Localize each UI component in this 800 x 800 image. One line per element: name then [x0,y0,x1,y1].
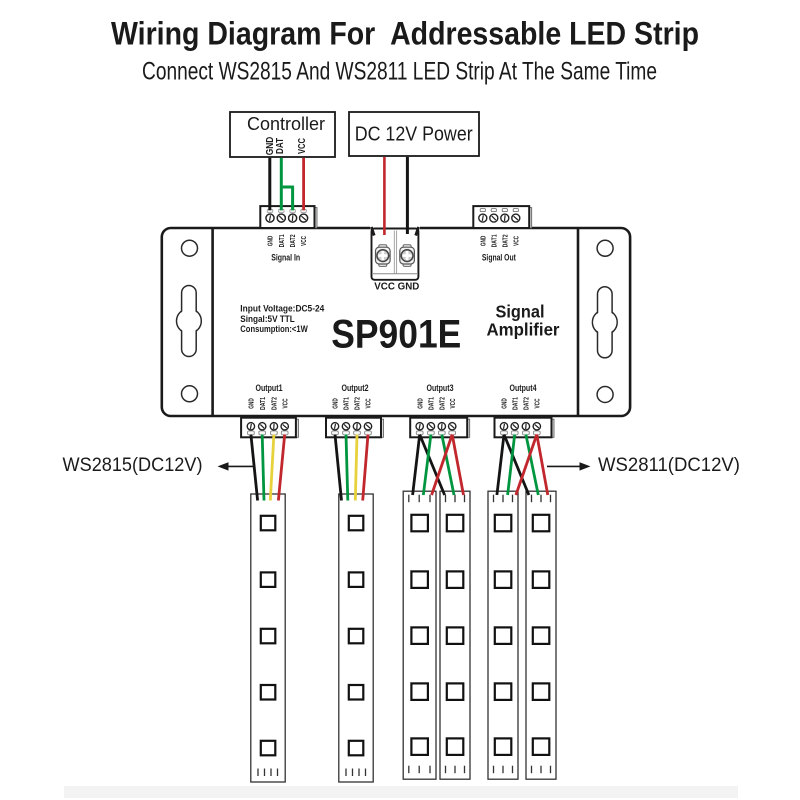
svg-text:GND: GND [331,398,340,409]
svg-text:Output1: Output1 [256,383,283,393]
svg-text:DAT2: DAT2 [353,397,362,410]
svg-text:Signal Out: Signal Out [482,252,516,262]
svg-text:VCC: VCC [448,398,457,408]
svg-text:GND: GND [415,398,424,409]
svg-text:GND: GND [265,137,276,156]
svg-text:GND: GND [266,235,275,246]
svg-text:Output4: Output4 [510,383,537,393]
svg-text:SP901E: SP901E [331,313,461,357]
svg-text:GND: GND [500,398,509,409]
svg-text:VCC: VCC [280,398,289,408]
svg-text:Connect WS2815 And WS2811 LED: Connect WS2815 And WS2811 LED Strip At T… [142,58,657,86]
svg-text:VCC: VCC [532,398,541,408]
svg-text:DAT1: DAT1 [342,397,351,410]
svg-text:DAT2: DAT2 [522,397,531,410]
svg-text:Signal In: Signal In [271,252,300,262]
svg-text:VCC: VCC [364,398,373,408]
svg-text:VCC: VCC [511,236,520,246]
svg-text:Controller: Controller [247,113,325,134]
svg-text:Output2: Output2 [342,383,369,393]
svg-text:Consumption:<1W: Consumption:<1W [240,324,308,335]
svg-text:VCC GND: VCC GND [374,281,419,293]
svg-text:DAT2: DAT2 [270,397,279,410]
svg-text:DAT2: DAT2 [437,397,446,410]
svg-text:DAT1: DAT1 [427,397,436,410]
svg-text:VCC: VCC [299,236,308,246]
svg-text:DAT1: DAT1 [258,397,267,410]
svg-text:DAT1: DAT1 [510,397,519,410]
svg-text:Amplifier: Amplifier [487,319,560,339]
svg-text:Input Voltage:DC5-24: Input Voltage:DC5-24 [240,304,325,315]
svg-text:WS2811(DC12V): WS2811(DC12V) [598,454,740,476]
svg-text:DAT2: DAT2 [500,234,509,247]
svg-text:DAT: DAT [275,138,286,154]
svg-text:Wiring Diagram For Addressabl: Wiring Diagram For Addressable LED Strip [111,16,699,52]
svg-text:VCC: VCC [297,138,308,154]
svg-text:GND: GND [478,235,487,246]
svg-text:WS2815(DC12V): WS2815(DC12V) [63,454,203,476]
svg-text:DC 12V Power: DC 12V Power [355,123,473,146]
svg-text:Singal:5V TTL: Singal:5V TTL [240,314,295,325]
svg-text:DAT2: DAT2 [288,234,297,247]
svg-text:Signal: Signal [496,302,545,322]
svg-text:DAT1: DAT1 [489,234,498,247]
svg-text:DAT1: DAT1 [277,234,286,247]
svg-text:Output3: Output3 [427,383,454,393]
svg-text:GND: GND [247,398,256,409]
